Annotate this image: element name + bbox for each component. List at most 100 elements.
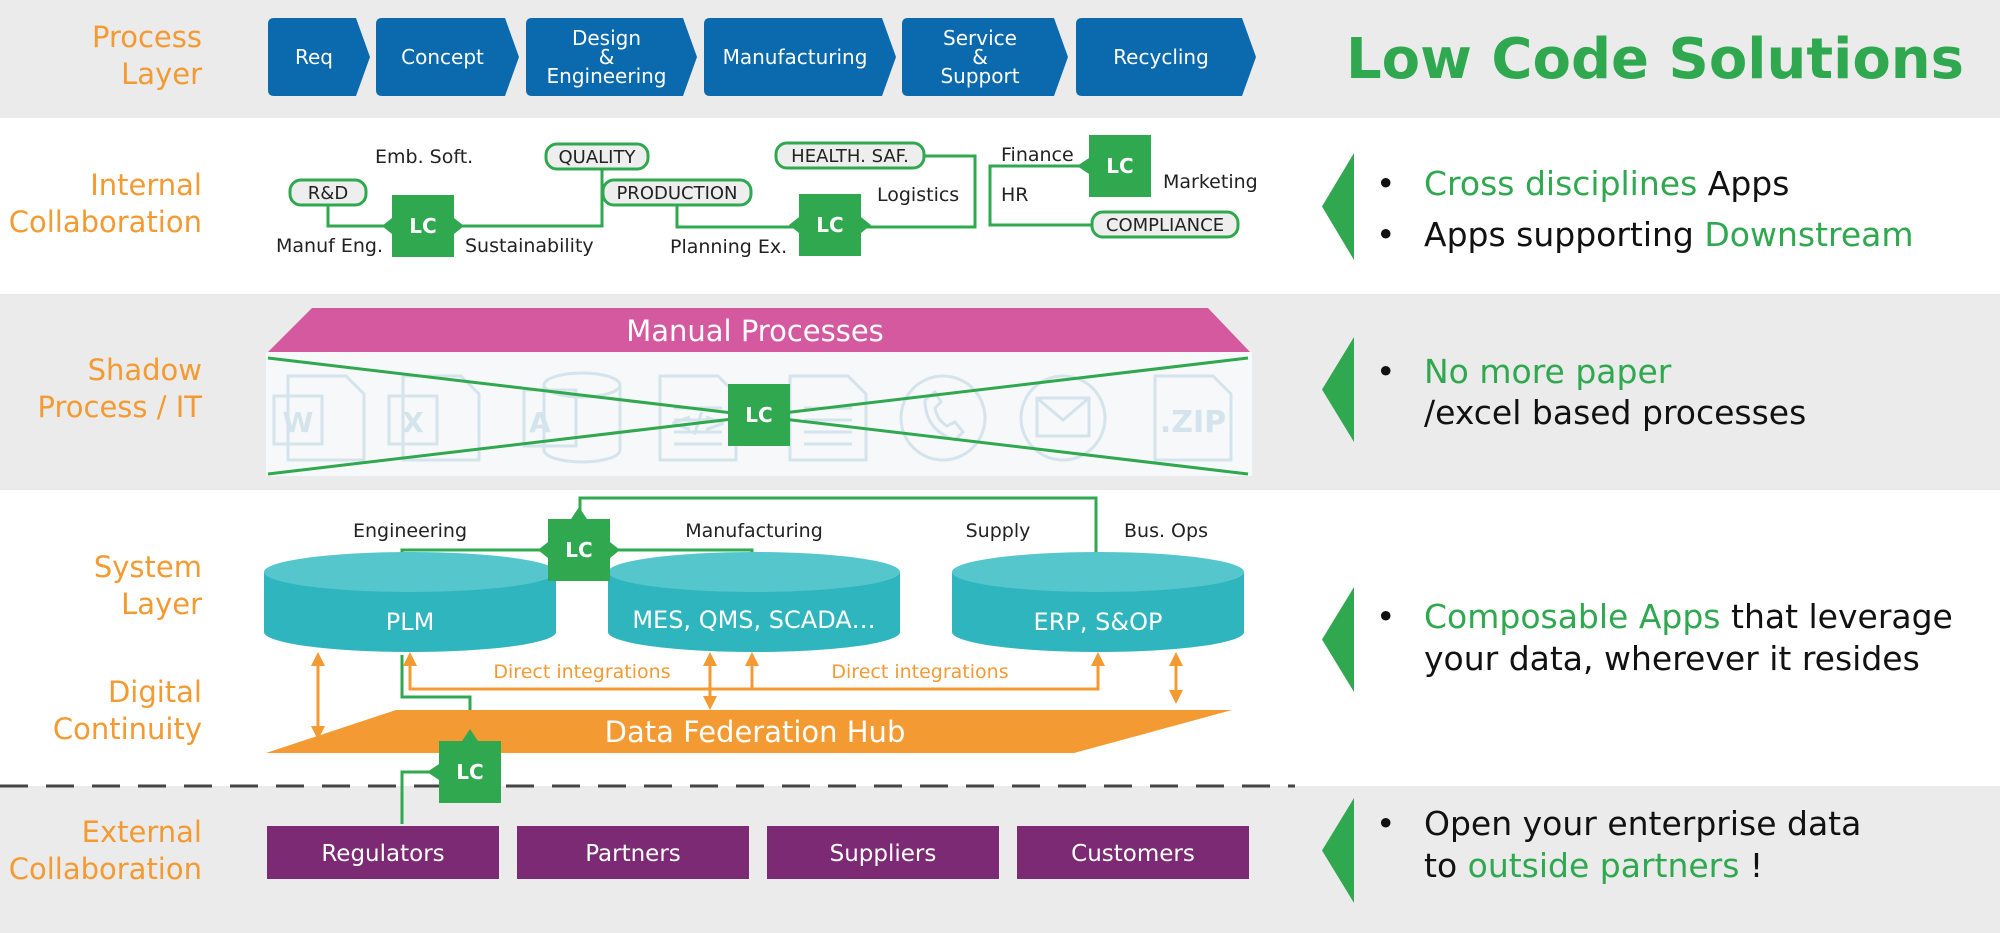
bullet-pre: to <box>1424 846 1468 885</box>
integration-line <box>408 656 1100 691</box>
bullets-shadow: • No more paper /excel based processes <box>1376 352 1806 432</box>
layer-label-line: Internal <box>90 168 202 202</box>
db-plm-label: PLM <box>386 608 435 636</box>
bullet-dot: • <box>1376 597 1395 636</box>
lc-box <box>1077 135 1151 197</box>
label-planning-ex: Planning Ex. <box>670 236 787 258</box>
bullets-system: • Composable Apps that leverage your dat… <box>1376 597 1953 678</box>
bullets-external: • Open your enterprise data to outside p… <box>1376 804 1861 885</box>
direct-integrations-label: Direct integrations <box>493 661 670 683</box>
bullet-text: your data, wherever it resides <box>1424 639 1920 678</box>
bullet-rest: Apps <box>1697 164 1789 203</box>
db-mes: MES, QMS, SCADA… <box>608 552 900 652</box>
layer-label-line: Process <box>92 20 202 54</box>
layer-label-process: Process Layer <box>92 20 202 91</box>
process-step-label: Support <box>940 64 1019 88</box>
bullet-rest: that leverage <box>1721 597 1953 636</box>
data-federation-hub-label: Data Federation Hub <box>605 715 906 749</box>
external-box: Regulators <box>267 826 499 879</box>
bullet-dot: • <box>1376 804 1395 843</box>
arrow-head <box>1091 652 1105 666</box>
arrow-head <box>311 726 325 740</box>
tag-rd-label: R&D <box>308 183 348 204</box>
process-step-label: Service <box>943 26 1017 50</box>
process-step: Service&Support <box>902 18 1068 96</box>
bullet-dot: • <box>1376 215 1395 254</box>
layer-label-line: Continuity <box>53 712 202 746</box>
bullet-dot: • <box>1376 352 1395 391</box>
lc-label: LC <box>456 760 483 784</box>
bullet-text: Composable Apps that leverage <box>1424 597 1953 636</box>
layer-label-shadow: Shadow Process / IT <box>38 353 203 424</box>
section-pointer <box>1322 587 1354 692</box>
external-box-bg <box>267 826 499 879</box>
bullet-text: to outside partners ! <box>1424 846 1763 885</box>
process-step-label: Engineering <box>547 64 667 88</box>
process-chevron <box>704 18 896 96</box>
section-pointer <box>1322 798 1354 903</box>
layer-label-line: Process / IT <box>38 390 203 424</box>
bullet-text: Apps supporting Downstream <box>1424 215 1914 254</box>
bullet-highlight: Downstream <box>1704 215 1913 254</box>
shadow-icon-label: .ZIP <box>1160 405 1226 440</box>
bullets-internal: • Cross disciplines Apps • Apps supporti… <box>1376 164 1914 254</box>
process-step: Design&Engineering <box>526 18 697 96</box>
process-step: Recycling <box>1076 18 1256 96</box>
label-manuf-eng: Manuf Eng. <box>276 235 383 257</box>
external-box-label: Regulators <box>321 841 444 867</box>
zip-file-icon: .ZIP <box>1153 374 1233 462</box>
layer-label-line: Layer <box>121 57 202 91</box>
process-step-label: Recycling <box>1113 45 1209 69</box>
bullet-text: Cross disciplines Apps <box>1424 164 1789 203</box>
process-step-label: Concept <box>401 45 484 69</box>
category-engineering: Engineering <box>353 520 467 542</box>
db-erp: ERP, S&OP <box>952 552 1244 652</box>
external-box-label: Partners <box>585 841 681 867</box>
process-step: Concept <box>376 18 519 96</box>
label-logistics: Logistics <box>877 184 959 206</box>
tag-quality: QUALITY <box>544 142 650 171</box>
label-finance: Finance <box>1001 144 1074 166</box>
process-step: Manufacturing <box>704 18 896 96</box>
process-step-label: & <box>972 45 988 69</box>
section-pointer <box>1322 337 1354 442</box>
lc-label: LC <box>565 538 592 562</box>
tag-health-safety: HEALTH. SAF. <box>774 141 926 170</box>
connector-line <box>675 205 795 229</box>
direct-integrations-label: Direct integrations <box>831 661 1008 683</box>
connector-line <box>326 204 392 228</box>
layer-label-external: External Collaboration <box>9 815 202 886</box>
process-chevron <box>526 18 697 96</box>
lc-marker: LC <box>1077 135 1151 197</box>
process-step-label: Design <box>572 26 641 50</box>
db-plm: PLM <box>264 552 556 652</box>
label-emb-soft: Emb. Soft. <box>375 146 473 168</box>
tag-production: PRODUCTION <box>601 178 753 207</box>
shadow-icon-label: X <box>402 406 424 439</box>
db-erp-label: ERP, S&OP <box>1034 608 1163 636</box>
bullet-pre: Apps supporting <box>1424 215 1704 254</box>
lc-label: LC <box>816 213 843 237</box>
external-box: Customers <box>1017 826 1249 879</box>
bullet-highlight: outside partners <box>1468 846 1740 885</box>
layer-label-system: System Layer <box>94 550 202 621</box>
tag-quality-label: QUALITY <box>559 147 637 168</box>
page-title: Low Code Solutions <box>1346 27 1964 92</box>
arrow-head <box>703 652 717 666</box>
bullet-text: Open your enterprise data <box>1424 804 1861 843</box>
layer-label-line: Collaboration <box>9 205 202 239</box>
lc-label: LC <box>1106 154 1133 178</box>
category-bus-ops: Bus. Ops <box>1124 520 1208 542</box>
process-chevron <box>902 18 1068 96</box>
layer-label-line: Digital <box>108 675 202 709</box>
lc-box <box>789 194 871 256</box>
section-pointer <box>1322 153 1354 260</box>
external-box-bg <box>767 826 999 879</box>
word-document-icon: W <box>272 374 366 462</box>
process-step: Req <box>268 18 370 96</box>
layer-label-line: Collaboration <box>9 852 202 886</box>
database-icon: A <box>522 371 622 464</box>
